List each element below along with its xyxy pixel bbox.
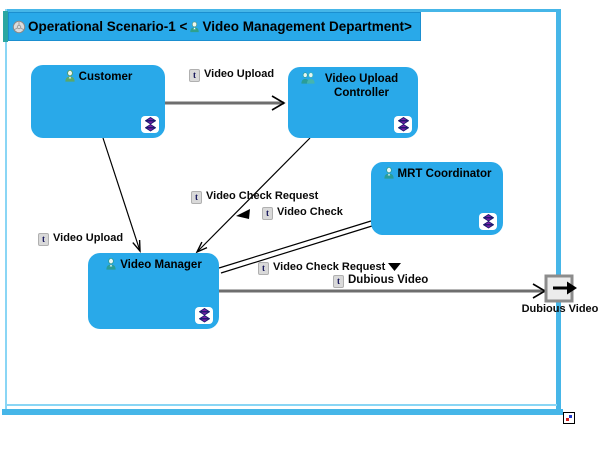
people-icon [300, 72, 315, 84]
arrowhead-video-upload-top [271, 95, 286, 111]
frame-border-left [5, 9, 7, 410]
edge-label-dubious-video[interactable]: t Dubious Video [333, 274, 428, 288]
double-diamond-icon [195, 307, 213, 324]
node-customer-header: Customer [31, 70, 165, 84]
frame-border-right [556, 9, 561, 415]
exchange-icon: t [38, 233, 49, 246]
corner-blue-dot [569, 415, 572, 418]
edge-label-text: Video Check [277, 206, 343, 218]
edge-label-text: Video Check Request [273, 261, 386, 273]
node-mrt-coordinator[interactable]: MRT Coordinator [371, 162, 503, 235]
frame-border-top [5, 9, 561, 12]
node-video-upload-controller[interactable]: Video Upload Controller [288, 67, 418, 138]
frame-corner-marker-icon[interactable] [563, 412, 575, 424]
title-text-scenario: Operational Scenario-1 < [28, 19, 188, 34]
edge-label-text: Video Upload [204, 68, 275, 80]
edge-label-text: Dubious Video [348, 274, 429, 286]
triangle-left-marker [236, 209, 250, 219]
corner-red-dot [566, 418, 569, 421]
person-icon [106, 258, 116, 270]
double-diamond-icon [394, 116, 412, 133]
person-icon [190, 20, 200, 32]
edge-label-text: Video Check Request [206, 190, 319, 202]
exchange-icon: t [191, 191, 202, 204]
title-text-entity: Video Management Department> [202, 19, 412, 34]
triangle-down-marker [388, 263, 401, 271]
edge-label-text: Video Upload [53, 232, 124, 244]
exchange-icon: t [333, 275, 344, 288]
arrowhead-video-check-request [195, 241, 208, 254]
exchange-icon: t [189, 69, 200, 82]
node-video-upload-controller-header: Video Upload Controller [288, 72, 418, 101]
node-mrt-coordinator-header: MRT Coordinator [371, 167, 503, 181]
node-label: Video Upload Controller [324, 73, 399, 100]
arrowhead-dubious-video [532, 283, 547, 299]
node-label: Video Manager [120, 259, 202, 271]
edge-label-video-upload-top[interactable]: t Video Upload [189, 68, 274, 82]
diagram-title-bar[interactable]: Operational Scenario-1 < Video Managemen… [8, 12, 421, 41]
edge-label-video-check-request-2[interactable]: t Video Check Request [258, 261, 385, 275]
exchange-icon: t [258, 262, 269, 275]
node-customer[interactable]: Customer [31, 65, 165, 138]
output-port-icon[interactable] [544, 274, 577, 303]
title-left-accent [3, 11, 8, 42]
exchange-icon: t [262, 207, 273, 220]
person-icon [383, 167, 394, 179]
frame-border-bottom-inner [7, 404, 557, 406]
edge-label-video-check[interactable]: t Video Check [262, 206, 343, 220]
node-label: Customer [78, 71, 133, 83]
node-video-manager-header: Video Manager [88, 258, 219, 272]
double-diamond-icon [141, 116, 159, 133]
operational-scenario-icon [12, 20, 26, 33]
edge-label-video-check-request[interactable]: t Video Check Request [191, 190, 318, 204]
arrowhead-video-upload-left [132, 239, 141, 253]
port-label-dubious-video: Dubious Video [521, 303, 599, 315]
node-video-manager[interactable]: Video Manager [88, 253, 219, 329]
node-label: MRT Coordinator [397, 168, 492, 180]
person-icon [65, 70, 75, 82]
frame-border-bottom-outer [2, 409, 563, 415]
double-diamond-icon [479, 213, 497, 230]
edge-label-video-upload-left[interactable]: t Video Upload [38, 232, 123, 246]
